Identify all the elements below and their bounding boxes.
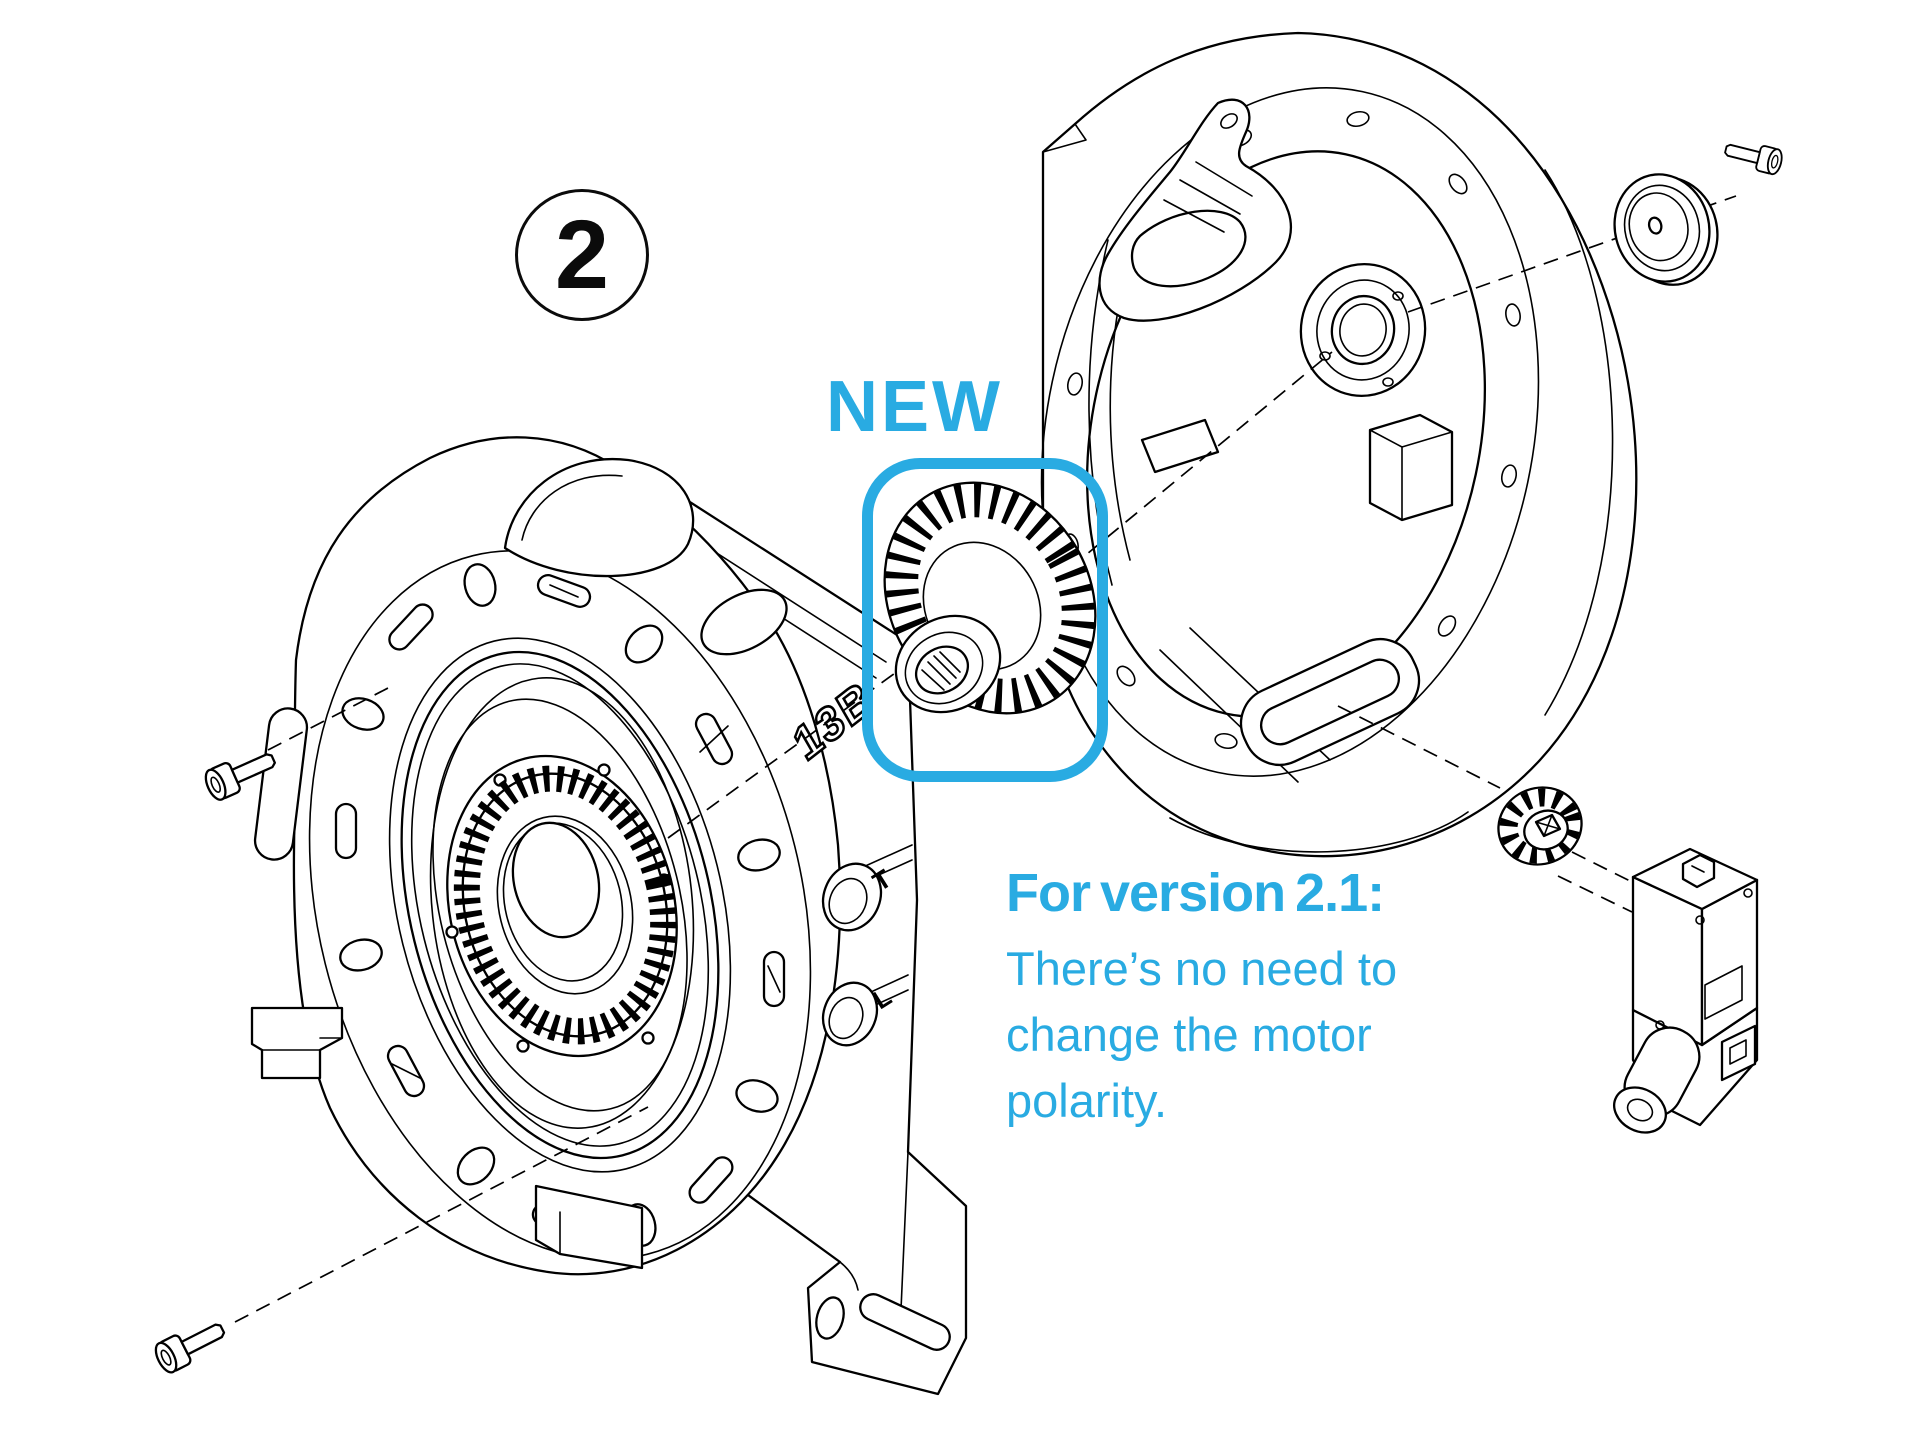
note-line-3: polarity. [1006,1074,1168,1127]
note-line-1: There’s no need to [1006,942,1398,995]
oval-pocket [700,588,788,656]
port-t: T [821,862,897,932]
step-number: 2 [555,200,609,309]
mount-foot-left [250,1006,344,1080]
cover-depth-edge [1544,169,1614,716]
bore-ring-outer [400,650,720,1160]
disc-center-hole [1647,216,1663,235]
gear-bore [915,645,969,695]
screw-bottom-left [150,1313,231,1377]
step-badge: 2 [515,189,649,321]
gear-center-hole [511,821,601,939]
axis-motor-2 [1571,851,1641,887]
axis-bottom-screw [234,1106,649,1323]
note-line-2: change the motor [1006,1008,1372,1061]
bevel-gear-new [883,481,1097,715]
axis-main-cover [1069,351,1333,569]
bore-wall [432,698,688,1112]
screw-top-right [1721,136,1785,177]
gear-motor [1613,847,1759,1134]
internal-ring-gear [453,765,677,1045]
axis-motor-1 [1337,705,1501,789]
cover-bottom-handle [1239,638,1421,766]
bore-ring-mid [410,663,710,1147]
new-part-highlight-box [862,458,1108,782]
flange-band-outer [308,550,812,1260]
new-callout-label: NEW [826,367,1003,447]
leg-hole [815,1296,845,1340]
cover-top-handle [1098,98,1293,322]
motor-connector-tab [1681,853,1716,889]
cover-flange [1040,87,1540,777]
leg-slot [859,1293,951,1351]
motor-label [1704,965,1743,1020]
axis-motor-3 [1557,875,1633,913]
pinion-gear [1497,786,1583,866]
motor-clip [1720,1024,1757,1082]
trochoid-outline [429,677,695,1129]
upper-pocket [503,457,695,578]
version-note: For version 2.1: There’s no need to chan… [1006,862,1506,1134]
flywheel-disc [1613,173,1719,286]
flange-band-inner [388,637,732,1173]
cover-slot [1140,418,1220,474]
rotor-housing: 13B T L [250,436,968,1396]
cover-housing [1040,31,1638,858]
cover-rib-bar [1368,413,1454,522]
motor-can [1613,1026,1701,1134]
cover-bearing-boss [1299,262,1427,398]
note-heading: For version 2.1: [1006,863,1385,923]
mount-foot-mid [534,1184,644,1270]
side-slot [253,707,309,861]
flange-holes [339,563,781,1247]
